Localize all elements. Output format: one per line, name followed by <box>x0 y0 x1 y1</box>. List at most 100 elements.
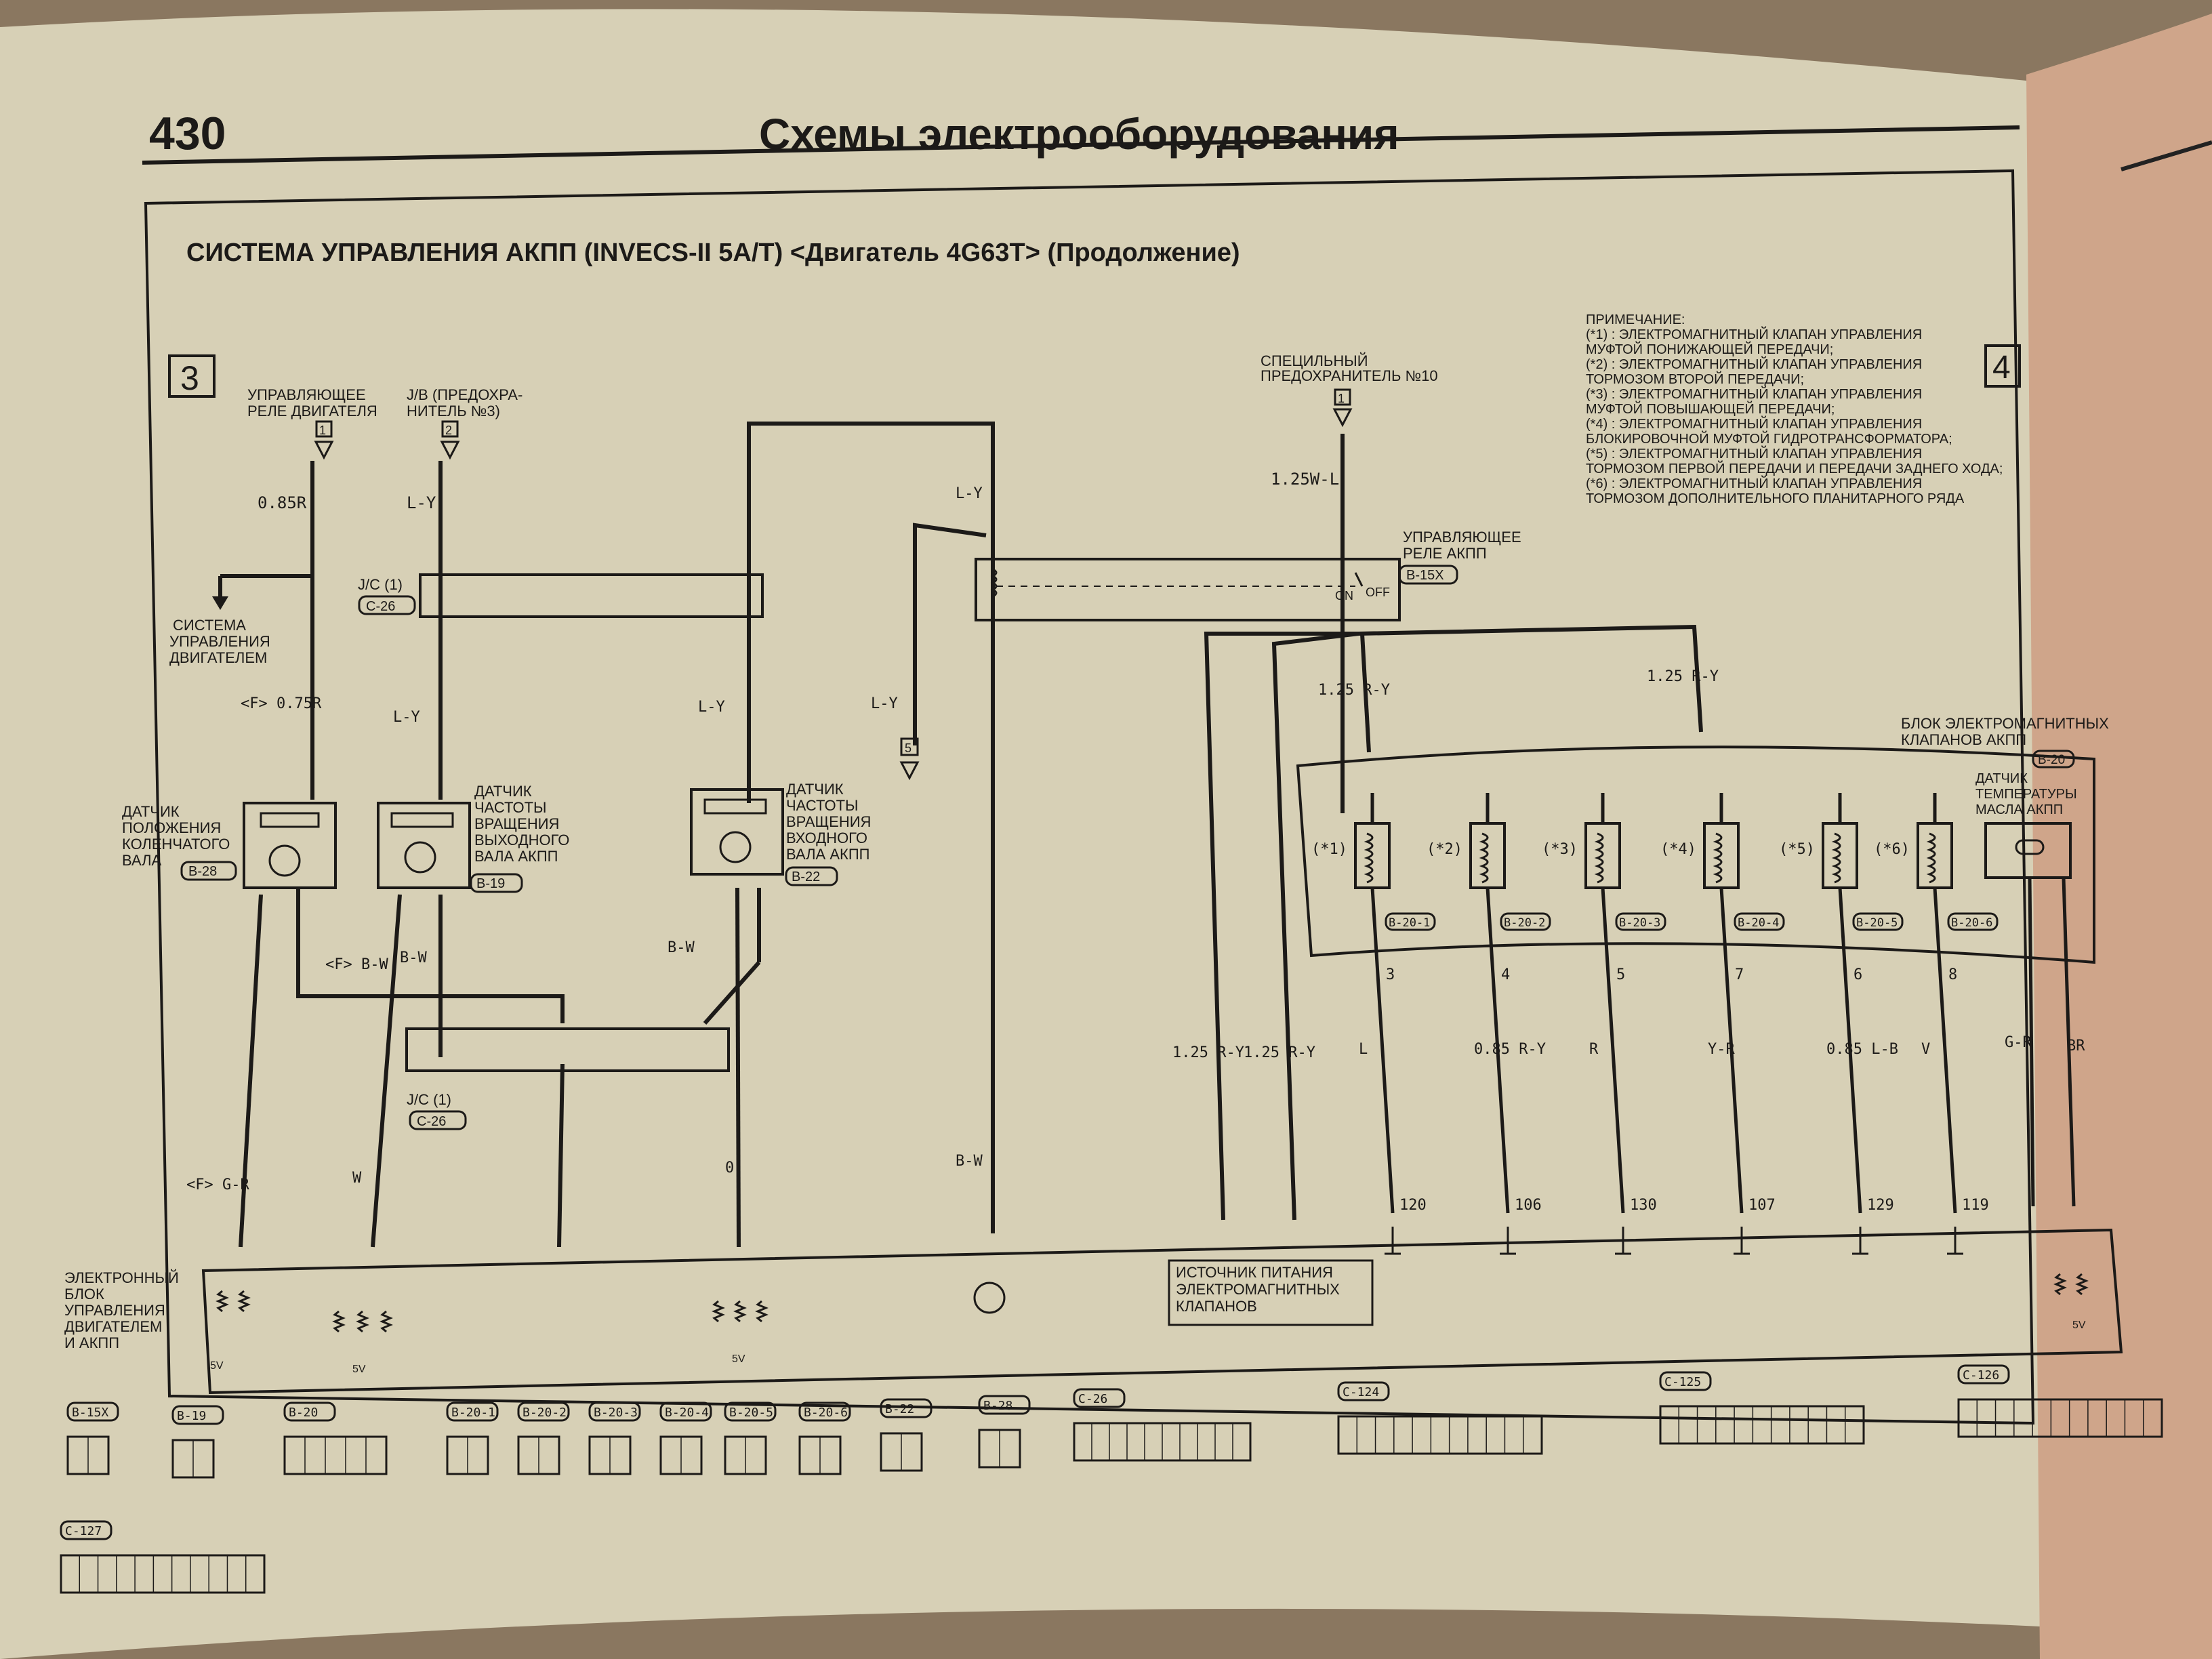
fuse10-source: СПЕЦИЛЬНЫЙ ПРЕДОХРАНИТЕЛЬ №10 1 1.25W-L <box>1261 352 1438 489</box>
relay-on: ON <box>1335 589 1353 602</box>
relay-off: OFF <box>1366 586 1390 599</box>
connector-name: B-20 <box>289 1406 318 1420</box>
jc-lower-label: J/C (1) <box>407 1091 451 1108</box>
wire-label: B-W <box>956 1153 983 1170</box>
valve-conn: B-20-6 <box>1951 916 1992 930</box>
valve-pin: 7 <box>1735 966 1744 983</box>
relay-coil-icon <box>990 568 998 598</box>
coil-icon <box>1479 832 1489 884</box>
valve-conn-badge <box>1852 912 1904 931</box>
ecu-pin: 106 <box>1515 1197 1542 1214</box>
mid-connector: L-Y 5 L-Y <box>871 485 983 781</box>
wire-label: <F> B-W <box>325 956 388 973</box>
wire-label: 1.25 R-Y <box>1244 1044 1315 1061</box>
note-line: ТОРМОЗОМ ПЕРВОЙ ПЕРЕДАЧИ И ПЕРЕДАЧИ ЗАДН… <box>1586 460 2003 476</box>
sensor-icon <box>719 831 752 863</box>
valve-wire <box>1719 887 1744 1214</box>
jc-upper-conn: C-26 <box>366 599 395 614</box>
wire-label: 0.85R <box>258 493 307 512</box>
coil-icon <box>1926 832 1936 884</box>
relay-label: УПРАВЛЯЮЩЕЕ <box>1403 529 1521 546</box>
sensor-label: ВАЛА <box>122 852 162 869</box>
sensor-label: ДАТЧИК <box>122 803 180 820</box>
connector-name: B-22 <box>885 1402 914 1416</box>
connector-view: B-20-3 <box>588 1401 641 1475</box>
note-line: ТОРМОЗОМ ВТОРОЙ ПЕРЕДАЧИ; <box>1586 371 1804 387</box>
connector-view: C-125 <box>1659 1371 1865 1445</box>
connector-shape <box>1337 1415 1543 1455</box>
connector-badge <box>171 1405 224 1425</box>
solenoid-block: БЛОК ЭЛЕКТРОМАГНИТНЫХ КЛАПАНОВ АКПП B-20… <box>1296 715 2109 1207</box>
connector-name: C-124 <box>1343 1385 1379 1399</box>
connector-badge <box>1957 1364 2010 1385</box>
valve-pin: 3 <box>1386 966 1395 983</box>
connector-badge <box>1659 1371 1712 1391</box>
connector-shape <box>60 1554 266 1594</box>
note-line: (*6) : ЭЛЕКТРОМАГНИТНЫЙ КЛАПАН УПРАВЛЕНИ… <box>1586 475 1922 491</box>
sensor-conn-badge <box>180 861 237 881</box>
terminal-arrow <box>440 441 460 460</box>
wires <box>218 422 1703 1248</box>
connector-view: B-20-5 <box>724 1401 777 1475</box>
wire-label: L-Y <box>407 493 436 512</box>
sensor-label: ВАЛА АКПП <box>474 848 558 865</box>
temp-wire <box>2028 877 2035 1207</box>
coil-icon <box>1713 832 1723 884</box>
valve-conn-badge <box>1385 912 1436 931</box>
valve-conn: B-20-3 <box>1619 916 1660 930</box>
source-num: 1 <box>1338 392 1345 405</box>
connector-view: B-15X <box>66 1401 119 1475</box>
diagram-title: СИСТЕМА УПРАВЛЕНИЯ АКПП (INVECS-II 5A/T)… <box>186 239 1240 267</box>
valve-conn: B-20-1 <box>1389 916 1430 930</box>
note-line: (*5) : ЭЛЕКТРОМАГНИТНЫЙ КЛАПАН УПРАВЛЕНИ… <box>1586 445 1922 462</box>
section-box-right <box>1984 344 2021 388</box>
wire-label: W <box>352 1170 362 1187</box>
relay-label: РЕЛЕ АКПП <box>1403 545 1487 562</box>
source-connector <box>315 420 333 438</box>
wire-label: <F> 0.75R <box>241 695 322 712</box>
section-left-label: 3 <box>180 359 199 397</box>
sensor-label: ВХОДНОГО <box>786 830 867 846</box>
jc-lower-conn: C-26 <box>417 1114 446 1129</box>
jc-lower-conn-badge <box>409 1110 467 1130</box>
connector-badge <box>724 1401 777 1422</box>
connector-name: C-26 <box>1078 1392 1107 1406</box>
sensor-label: ВРАЩЕНИЯ <box>474 815 559 832</box>
solenoid-block-frame <box>1296 745 2095 964</box>
connector-badge <box>978 1395 1031 1415</box>
ground-icon <box>1734 1227 1750 1255</box>
section-box-left <box>168 354 216 398</box>
ecu-label: ДВИГАТЕЛЕМ <box>64 1318 162 1335</box>
connector-view: C-124 <box>1337 1381 1543 1455</box>
coil-icon <box>1594 832 1604 884</box>
connector-badge <box>66 1401 119 1422</box>
power-source-label: ИСТОЧНИК ПИТАНИЯ <box>1176 1264 1333 1281</box>
relay-conn-badge <box>1398 565 1458 585</box>
wire-label: BR <box>2067 1038 2085 1054</box>
temp-wire <box>2062 877 2076 1207</box>
valve-tag: (*1) <box>1311 841 1347 858</box>
note-line: ТОРМОЗОМ ДОПОЛНИТЕЛЬНОГО ПЛАНИТАРНОГО РЯ… <box>1586 491 1965 506</box>
terminal-arrow <box>314 441 334 460</box>
wire-label: L-Y <box>698 699 725 716</box>
connector-badge <box>588 1401 641 1422</box>
ecu-5v: 5V <box>352 1364 366 1375</box>
connector-view: B-20 <box>283 1401 388 1475</box>
valve-wire-label: V <box>1921 1041 1930 1058</box>
sensor-box <box>243 802 337 889</box>
input-shaft-sensor: ДАТЧИК ЧАСТОТЫ ВРАЩЕНИЯ ВХОДНОГО ВАЛА АК… <box>668 699 871 956</box>
engine-system-label: СИСТЕМА <box>173 617 246 634</box>
coil-icon <box>1831 832 1841 884</box>
wire-label: L-Y <box>871 695 898 712</box>
connector-name: C-126 <box>1963 1368 1999 1382</box>
solenoid-block-conn-badge <box>2032 750 2075 769</box>
wire-label: 1.25W-L <box>1271 470 1339 489</box>
jc-upper-conn-badge <box>358 595 416 615</box>
source-connector <box>441 420 459 438</box>
connector-name: B-20-3 <box>594 1406 638 1420</box>
jb-label: J/B (ПРЕДОХРА- <box>407 386 523 403</box>
